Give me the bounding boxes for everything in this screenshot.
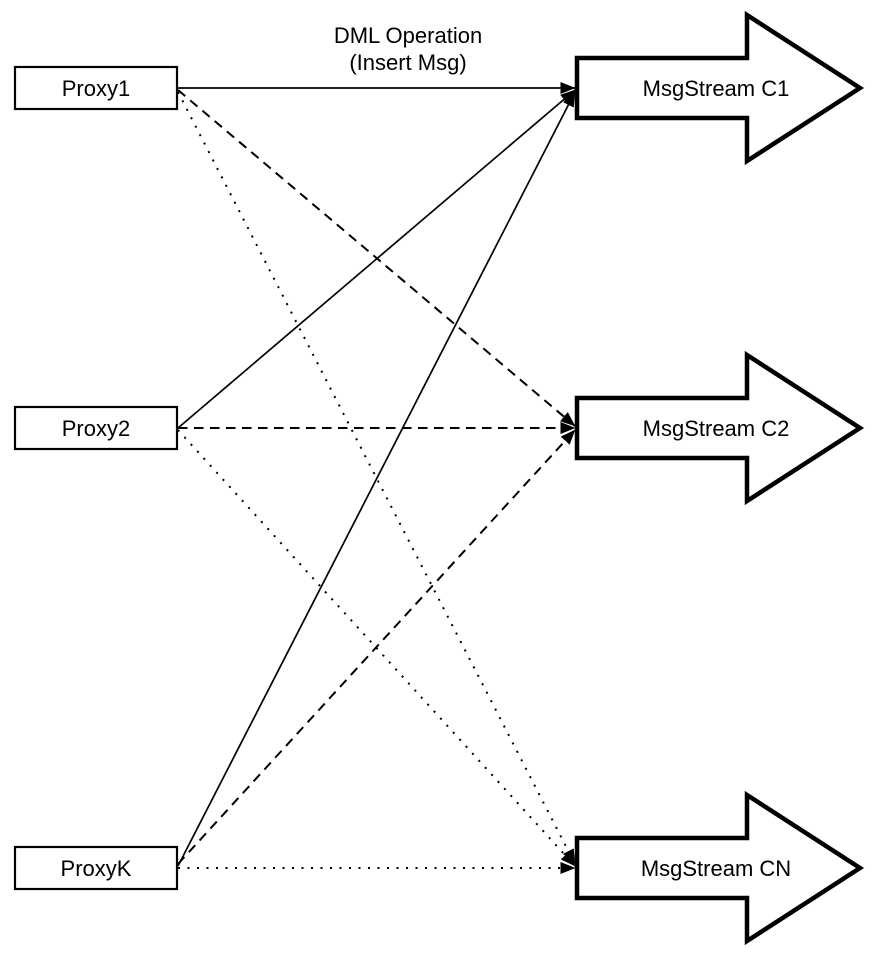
dml-operation-label-line2: (Insert Msg) <box>349 50 466 75</box>
dml-operation-label: DML Operation (Insert Msg) <box>334 23 482 75</box>
proxy1-node: Proxy1 <box>13 65 179 111</box>
proxyk-box <box>13 845 179 891</box>
msgstream-c1-node: MsgStream C1 <box>574 10 865 166</box>
connector-proxy1-cn-dotted <box>177 91 576 865</box>
dml-operation-label-line1: DML Operation <box>334 23 482 48</box>
msgstream-cn-label: MsgStream CN <box>641 856 791 881</box>
connector-proxy2-cn-dotted <box>177 429 576 867</box>
connector-proxyk-c1-solid <box>177 91 576 867</box>
proxyk-label: ProxyK <box>61 856 132 881</box>
connectors <box>177 82 576 874</box>
proxy2-node: Proxy2 <box>13 405 179 451</box>
msgstream-c2-label: MsgStream C2 <box>643 416 790 441</box>
connector-proxyk-c2-dashed <box>177 429 576 865</box>
proxy1-label: Proxy1 <box>62 76 130 101</box>
proxy2-box <box>13 405 179 451</box>
connector-proxy1-c2-dashed <box>177 89 576 427</box>
msgstream-c1-arrow-shape <box>574 10 865 166</box>
proxy2-label: Proxy2 <box>62 416 130 441</box>
proxy1-box <box>13 65 179 111</box>
msgstream-c2-arrow-shape <box>574 350 865 506</box>
msgstream-c2-node: MsgStream C2 <box>574 350 865 506</box>
msgstream-c1-label: MsgStream C1 <box>643 76 790 101</box>
proxyk-node: ProxyK <box>13 845 179 891</box>
msgstream-cn-node: MsgStream CN <box>574 790 865 946</box>
msgstream-cn-arrow-shape <box>574 790 865 946</box>
